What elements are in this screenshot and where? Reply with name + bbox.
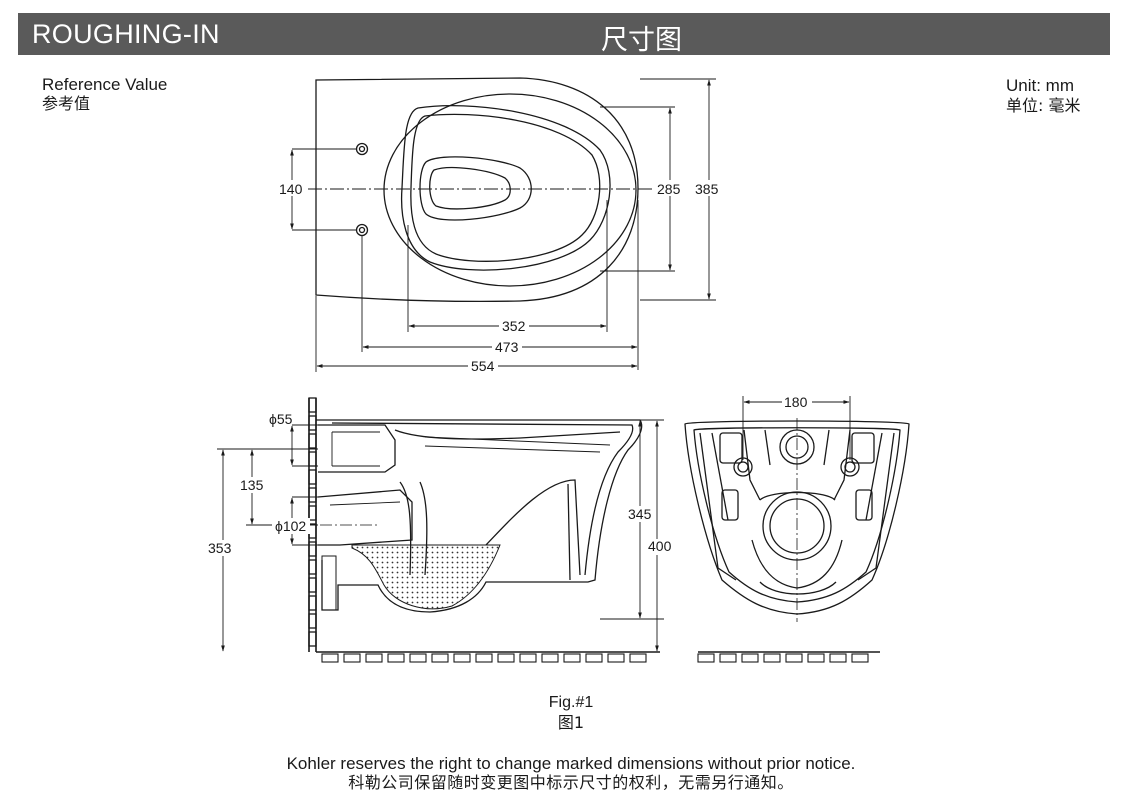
unit-label-cn: 单位: 毫米 (1006, 96, 1081, 115)
dim-180: 180 (784, 394, 808, 410)
top-view-labels: 140 285 385 352 473 554 (276, 180, 723, 374)
rear-view (684, 396, 910, 663)
header-title-en: ROUGHING-IN (32, 19, 220, 49)
notice-text-cn: 科勒公司保留随时变更图中标示尺寸的权利，无需另行通知。 (348, 773, 794, 792)
top-view-bowl-inner (429, 166, 511, 210)
figure-caption: Fig.#1 图1 (0, 693, 1142, 733)
reference-value-label: Reference Value 参考值 (42, 75, 167, 113)
dim-outlet-diameter: ϕ102 (275, 518, 306, 534)
side-view-outlet (317, 489, 413, 546)
reference-label-en: Reference Value (42, 75, 168, 94)
top-view-bowl-opening (419, 156, 532, 221)
rear-view-mount-hole-right (840, 457, 860, 477)
side-view-water (351, 544, 501, 610)
unit-label-en: Unit: mm (1006, 76, 1074, 95)
top-view-rim-outer (383, 93, 637, 287)
figure-caption-cn: 图1 (557, 713, 585, 732)
dim-140: 140 (279, 181, 303, 197)
dim-473: 473 (495, 339, 519, 355)
section-header: ROUGHING-IN 尺寸图 (18, 13, 1110, 56)
dim-385: 385 (695, 181, 719, 197)
figure-caption-en: Fig.#1 (548, 694, 594, 711)
dimension-notice: Kohler reserves the right to change mark… (0, 754, 1142, 792)
dim-554: 554 (471, 358, 495, 374)
dim-353: 353 (208, 540, 232, 556)
header-title-cn: 尺寸图 (601, 25, 682, 56)
top-view (290, 77, 716, 372)
top-view-outline (315, 77, 639, 303)
dim-285: 285 (657, 181, 681, 197)
side-view-body (316, 419, 643, 613)
top-view-mount-hole-upper (355, 142, 369, 156)
top-view-seat (400, 104, 611, 271)
reference-label-cn: 参考值 (42, 94, 91, 113)
rear-view-outline (684, 420, 910, 615)
rear-view-mount-hole-left (733, 457, 753, 477)
dim-inlet-diameter: ϕ55 (269, 411, 293, 427)
dim-400: 400 (648, 538, 672, 554)
dim-352: 352 (502, 318, 526, 334)
side-view-labels: ϕ55 135 ϕ102 353 345 400 (206, 411, 677, 556)
unit-label: Unit: mm 单位: 毫米 (1006, 76, 1080, 116)
notice-text-en: Kohler reserves the right to change mark… (286, 754, 856, 773)
side-view-inlet (318, 424, 396, 473)
dim-135: 135 (240, 477, 264, 493)
dim-345: 345 (628, 506, 652, 522)
top-view-seat-inner (410, 113, 601, 262)
top-view-mount-hole-lower (355, 223, 369, 237)
side-view (217, 397, 664, 663)
rear-view-labels: 180 (782, 394, 812, 410)
